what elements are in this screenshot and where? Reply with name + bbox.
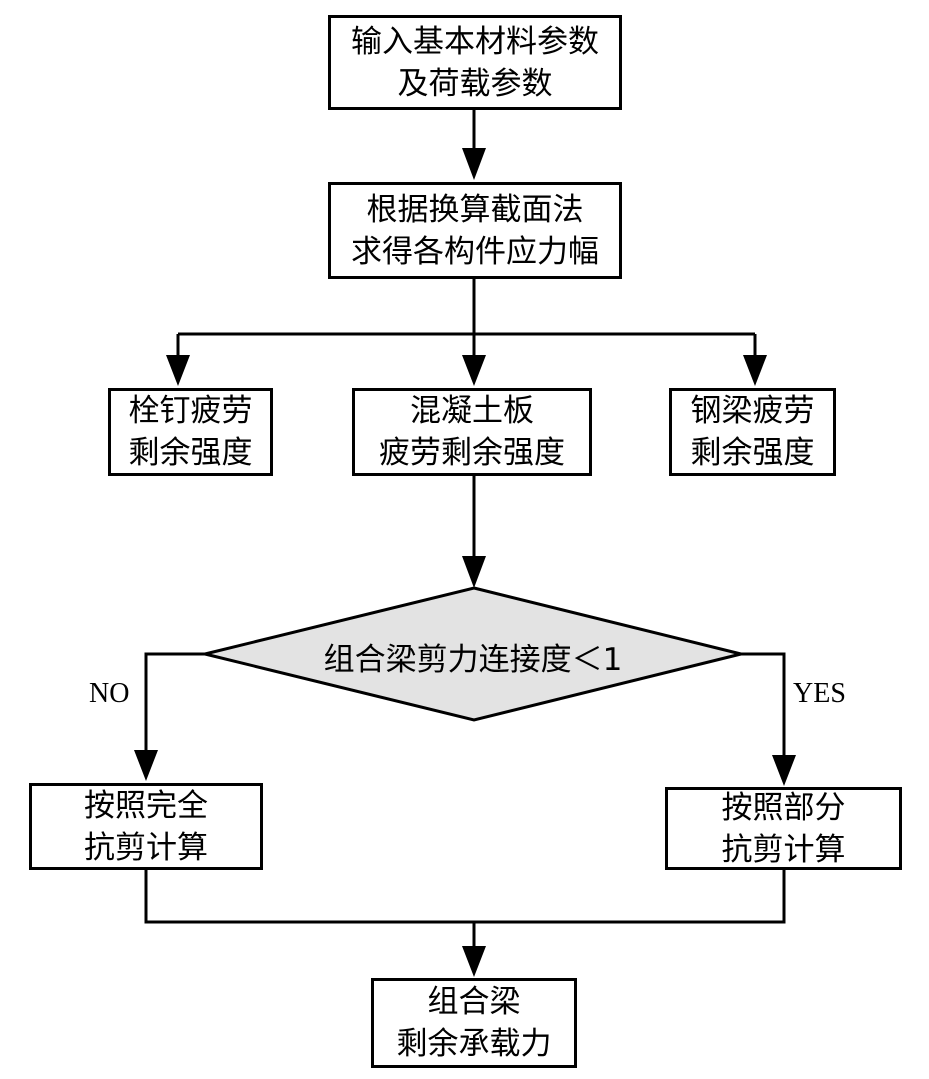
node-partial-shear: 按照部分 抗剪计算 [665,787,902,870]
arrowhead-to-stud [166,355,190,386]
node-concrete-fatigue: 混凝土板 疲劳剩余强度 [352,388,592,476]
node-full-shear: 按照完全 抗剪计算 [29,783,263,870]
arrowhead-input-to-stress [462,148,486,180]
arrowhead-merge-to-result [462,946,486,977]
decision-diamond [204,586,742,722]
decision-text: 组合梁剪力连接度＜1 [323,642,623,678]
no-label: NO [89,678,130,709]
node-input-line1: 输入基本材料参数 [351,23,599,60]
arrowhead-to-steel [743,355,767,386]
node-input-line2: 及荷载参数 [397,65,553,102]
node-partial-line2: 抗剪计算 [721,831,846,868]
node-stud-line2: 剩余强度 [128,435,253,471]
arrowhead-yes-branch [772,755,796,786]
node-residual-capacity: 组合梁 剩余承载力 [371,978,577,1068]
node-concrete-line1: 混凝土板 [410,393,534,429]
line-yes-branch [741,652,786,755]
node-concrete-line2: 疲劳剩余强度 [379,435,565,471]
yes-label: YES [793,678,846,709]
node-stud-fatigue: 栓钉疲劳 剩余强度 [108,388,273,476]
arrowhead-to-concrete [462,355,486,386]
node-input-parameters: 输入基本材料参数 及荷载参数 [328,15,622,110]
node-stress-line1: 根据换算截面法 [366,191,584,228]
node-stud-line1: 栓钉疲劳 [128,393,253,429]
line-merge [144,868,786,924]
node-full-line2: 抗剪计算 [84,829,208,866]
node-steel-line1: 钢梁疲劳 [690,393,815,429]
node-full-line1: 按照完全 [84,787,208,824]
node-result-line1: 组合梁 [427,984,521,1020]
arrowhead-no-branch [134,750,158,781]
node-steel-line2: 剩余强度 [690,435,815,471]
node-partial-line1: 按照部分 [721,789,846,826]
node-stress-line2: 求得各构件应力幅 [351,233,599,270]
node-stress-range: 根据换算截面法 求得各构件应力幅 [328,182,622,279]
node-steel-fatigue: 钢梁疲劳 剩余强度 [669,388,836,476]
node-result-line2: 剩余承载力 [396,1026,552,1062]
arrowhead-concrete-to-decision [462,556,486,588]
line-no-branch [144,652,205,750]
